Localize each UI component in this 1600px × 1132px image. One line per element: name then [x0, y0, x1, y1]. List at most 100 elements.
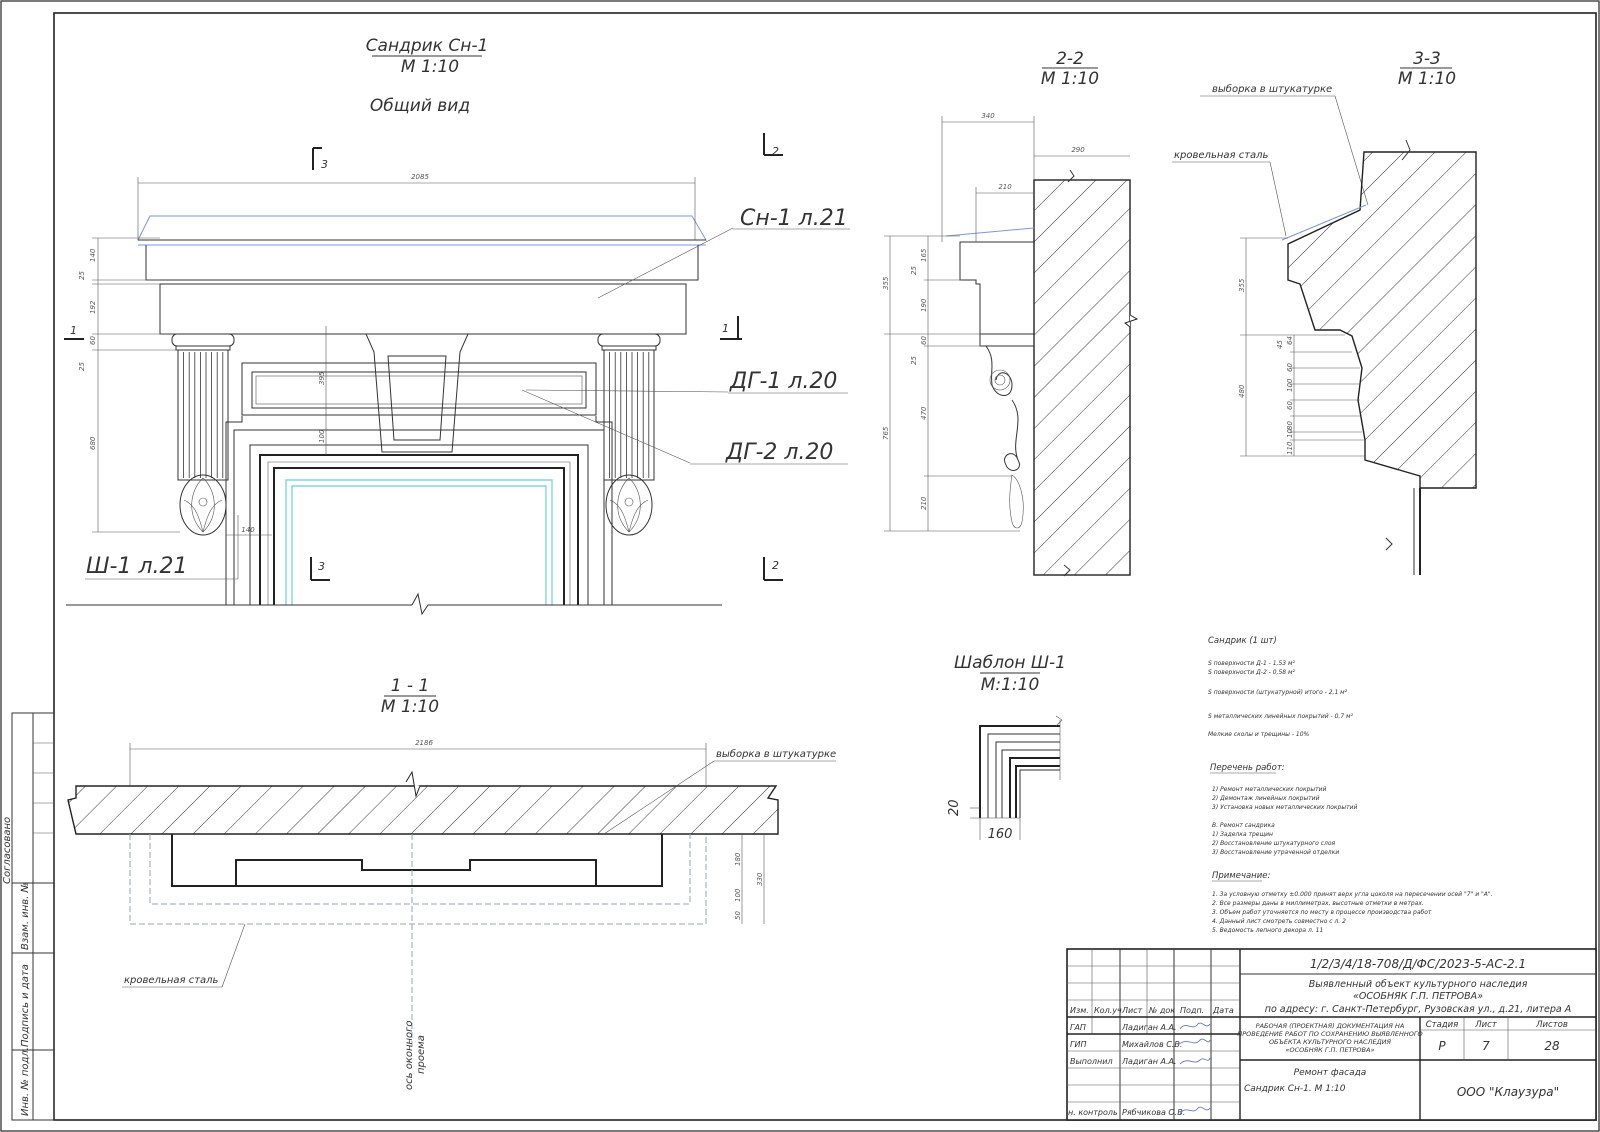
- svg-text:S поверхности Д-2 - 0,58 м²: S поверхности Д-2 - 0,58 м²: [1208, 669, 1296, 676]
- svg-text:Мелкие сколы и трещины - 10%: Мелкие сколы и трещины - 10%: [1208, 731, 1310, 738]
- main-view-subtitle: Общий вид: [370, 96, 470, 116]
- svg-text:330: 330: [756, 872, 764, 886]
- signature-executor: [1179, 1057, 1211, 1065]
- svg-text:РАБОЧАЯ (ПРОЕКТНАЯ) ДОКУМЕНТАЦ: РАБОЧАЯ (ПРОЕКТНАЯ) ДОКУМЕНТАЦИЯ НА: [1256, 1022, 1405, 1030]
- svg-text:210: 210: [998, 183, 1012, 191]
- svg-text:Кол.уч: Кол.уч: [1094, 1006, 1122, 1015]
- template-profile: 20 160: [947, 715, 1063, 842]
- object-line2: «ОСОБНЯК Г.П. ПЕТРОВА»: [1353, 991, 1483, 1002]
- acanthus-leaf-right: [605, 474, 653, 536]
- sheets-value: 28: [1544, 1039, 1560, 1053]
- template-title: Шаблон Ш-1: [954, 653, 1066, 673]
- svg-text:100: 100: [734, 888, 742, 902]
- sheets-header: Листов: [1535, 1020, 1568, 1030]
- stamp-replace-label: Взам. инв. №: [20, 882, 31, 950]
- svg-text:Ладиган А.А.: Ладиган А.А.: [1121, 1057, 1177, 1066]
- section33-label-vyborka: выборка в штукатурке: [1212, 83, 1332, 95]
- section-marker-2-top: 2: [763, 133, 783, 158]
- svg-text:3) Установка новых металличе: 3) Установка новых металлических покрыти…: [1212, 804, 1357, 811]
- svg-text:60: 60: [89, 336, 97, 345]
- svg-text:80: 80: [1286, 421, 1294, 430]
- section-marker-3-bottom: 3: [310, 557, 330, 581]
- signature-gip: [1177, 1038, 1211, 1046]
- works-heading: Перечень работ:: [1210, 763, 1285, 773]
- section11-title: 1 - 1: [391, 676, 430, 696]
- svg-text:45: 45: [1276, 340, 1284, 349]
- svg-text:680: 680: [89, 436, 97, 450]
- svg-text:192: 192: [89, 300, 97, 314]
- svg-text:S металлических линейных покры: S металлических линейных покрытий - 0,7 …: [1208, 713, 1354, 720]
- stage-header: Стадия: [1426, 1020, 1459, 1030]
- stage-value: Р: [1438, 1039, 1446, 1053]
- svg-text:2. Все размеры даны в миллим: 2. Все размеры даны в миллиметрах, высот…: [1212, 900, 1424, 907]
- svg-text:Дата: Дата: [1212, 1006, 1234, 1015]
- svg-text:110: 110: [1286, 441, 1294, 455]
- svg-text:290: 290: [1071, 146, 1085, 154]
- svg-text:Михайлов С.В.: Михайлов С.В.: [1122, 1040, 1182, 1049]
- template-dim-20: 20: [947, 799, 962, 816]
- object-line1: Выявленный объект культурного наследия: [1309, 979, 1528, 990]
- axis-label-line1: ось оконного: [404, 1020, 415, 1090]
- main-view-dimensions: 2085 140 25 192 60 25 680 395 100 140: [78, 173, 696, 536]
- svg-text:3) Восстановление утраченной: 3) Восстановление утраченной отделки: [1212, 849, 1339, 856]
- svg-text:3. Объем работ уточняется по: 3. Объем работ уточняется по месту в про…: [1212, 909, 1432, 916]
- section33-drawing: [1281, 139, 1477, 575]
- svg-text:3: 3: [321, 158, 328, 171]
- svg-text:2186: 2186: [415, 739, 433, 747]
- callout-dg1: ДГ-1 л.20: [729, 369, 837, 394]
- stamp-inventory-label: Инв. № подл.: [20, 1047, 31, 1116]
- sheet-value: 7: [1482, 1039, 1490, 1053]
- main-view-title: Сандрик Сн-1: [366, 36, 489, 56]
- svg-text:ГАП: ГАП: [1070, 1023, 1086, 1032]
- svg-text:64: 64: [1286, 336, 1294, 345]
- svg-text:Ладиган А.А.: Ладиган А.А.: [1121, 1023, 1177, 1032]
- svg-text:1. За условную отметку ±0.00: 1. За условную отметку ±0.000 принят вер…: [1212, 891, 1493, 898]
- svg-text:25: 25: [78, 271, 86, 280]
- svg-text:25: 25: [78, 362, 86, 371]
- svg-text:ГИП: ГИП: [1070, 1040, 1086, 1049]
- stamp-sign-date-label: Подпись и дата: [20, 964, 31, 1047]
- section-marker-3-top: 3: [312, 147, 328, 171]
- section22-title: 2-2: [1056, 49, 1084, 69]
- notes-heading: Сандрик (1 шт): [1208, 636, 1277, 646]
- svg-text:355: 355: [1238, 278, 1246, 292]
- svg-text:S поверхности Д-1 - 1,53 м²: S поверхности Д-1 - 1,53 м²: [1208, 660, 1296, 667]
- svg-text:25: 25: [910, 266, 918, 275]
- svg-text:165: 165: [920, 248, 928, 262]
- sheet-title: Сандрик Сн-1. М 1:10: [1244, 1084, 1346, 1094]
- section33-dimensions: 355 480 45 64 60 100 60 80 10 110: [1238, 237, 1365, 457]
- svg-text:1) Заделка трещин: 1) Заделка трещин: [1212, 831, 1273, 838]
- axis-label-line2: проема: [416, 1035, 427, 1074]
- section11-scale: М 1:10: [381, 697, 439, 717]
- dim-2085: 2085: [411, 173, 429, 181]
- svg-text:190: 190: [920, 298, 928, 312]
- object-address: по адресу: г. Санкт-Петербург, Рузовская…: [1265, 1004, 1572, 1015]
- svg-text:60: 60: [1286, 363, 1294, 372]
- svg-text:470: 470: [920, 406, 928, 420]
- svg-text:355: 355: [882, 276, 890, 290]
- svg-text:2: 2: [772, 145, 779, 158]
- section33-title: 3-3: [1413, 49, 1441, 69]
- subject: Ремонт фасада: [1294, 1068, 1367, 1078]
- svg-text:140: 140: [241, 526, 255, 534]
- svg-text:60: 60: [1286, 401, 1294, 410]
- svg-text:Рябчикова О.В.: Рябчикова О.В.: [1122, 1108, 1185, 1117]
- svg-text:1: 1: [722, 322, 729, 335]
- svg-text:210: 210: [920, 496, 928, 510]
- callout-sn1: Сн-1 л.21: [740, 206, 848, 231]
- svg-text:180: 180: [734, 852, 742, 866]
- doc-code: 1/2/3/4/18-708/Д/ФС/2023-5-АС-2.1: [1310, 957, 1526, 971]
- section-marker-1-left: 1: [64, 324, 84, 340]
- title-block: 1/2/3/4/18-708/Д/ФС/2023-5-АС-2.1 Выявле…: [1066, 948, 1597, 1121]
- remarks-heading: Примечание:: [1212, 871, 1270, 881]
- callout-sh1: Ш-1 л.21: [86, 554, 188, 579]
- svg-text:395: 395: [318, 371, 326, 385]
- svg-text:S поверхности (штукатурной) ит: S поверхности (штукатурной) итого - 2,1 …: [1208, 689, 1348, 696]
- svg-text:5. Ведомость лепного декора: 5. Ведомость лепного декора л. 11: [1212, 927, 1323, 934]
- template-scale: М:1:10: [981, 675, 1040, 695]
- section11-drawing: [67, 770, 779, 1050]
- svg-text:№ док: № док: [1148, 1006, 1175, 1015]
- section33-scale: М 1:10: [1398, 69, 1456, 89]
